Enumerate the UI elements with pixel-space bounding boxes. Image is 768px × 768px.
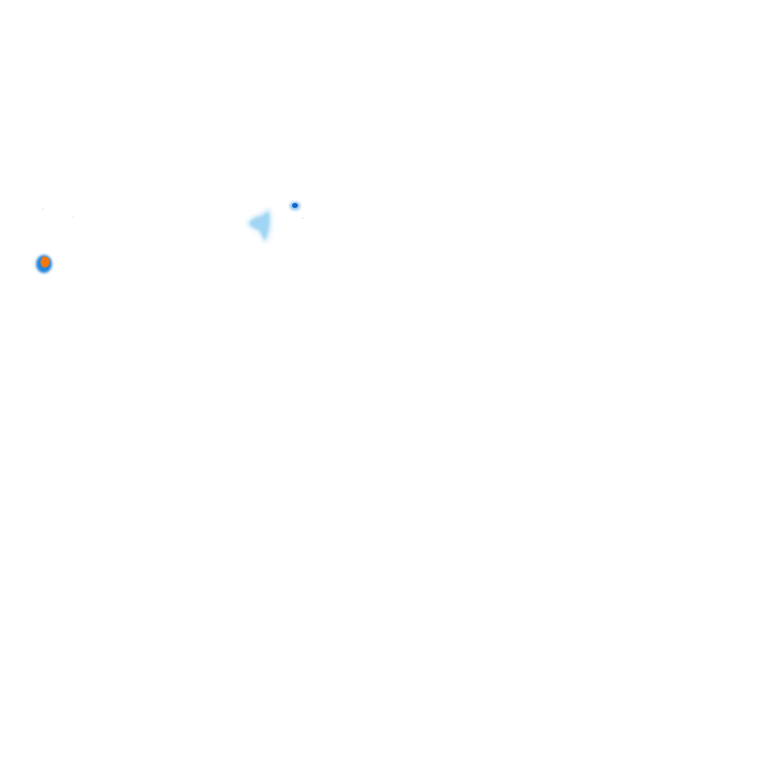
echo-core [249, 212, 270, 239]
speckle [72, 216, 74, 218]
speckle [302, 217, 304, 219]
radar-echo-cell-west [36, 255, 52, 273]
echo-core [40, 256, 50, 268]
echo-core [292, 203, 298, 208]
radar-echo-cell-central-small [289, 201, 301, 211]
radar-echo-cell-central-light [246, 207, 272, 243]
speckle [42, 208, 44, 210]
radar-noise-speckles [42, 208, 304, 219]
